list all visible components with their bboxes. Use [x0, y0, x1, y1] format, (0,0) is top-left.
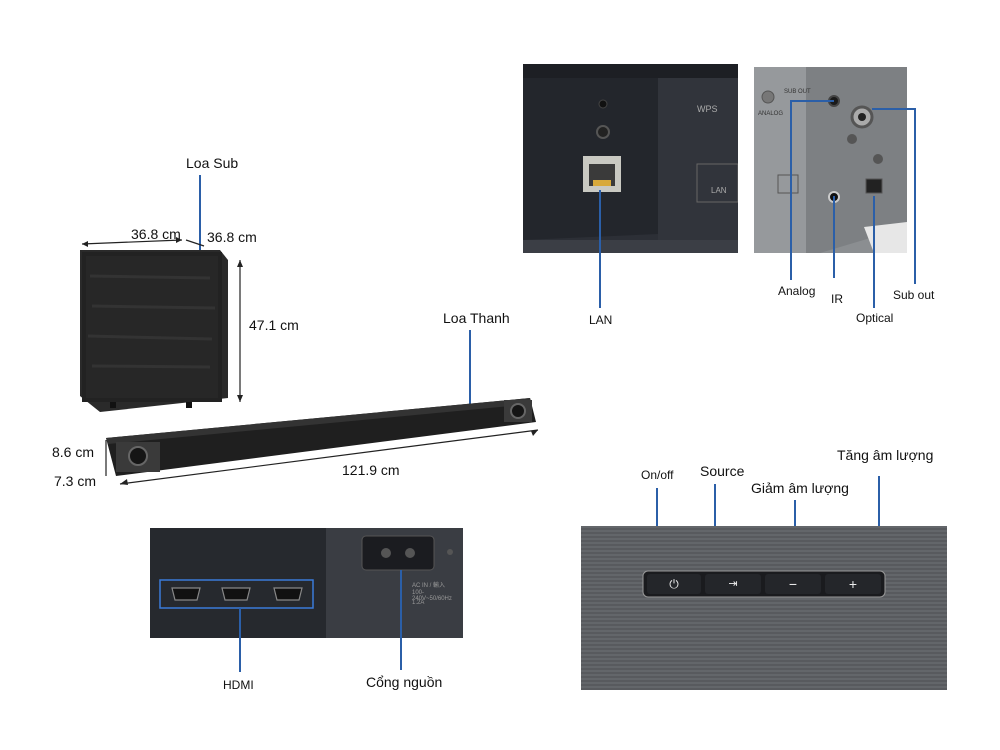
hdmi-label: HDMI: [223, 678, 254, 692]
sub-width-label: 36.8 cm: [131, 226, 181, 242]
power-button[interactable]: ⏻: [647, 574, 701, 594]
hdmi-panel-photo: AC IN / 輸入 100-240V~50/60Hz 1.2A: [150, 528, 463, 638]
bar-height-label: 8.6 cm: [52, 444, 95, 460]
source-label: Source: [700, 463, 745, 479]
analog-label: Analog: [778, 284, 816, 298]
ir-pointer-line: [833, 196, 835, 278]
subwoofer-image: [70, 236, 250, 416]
sub-pointer-line: [199, 175, 201, 257]
volume-up-button[interactable]: +: [825, 574, 881, 594]
volup-pointer-line: [878, 476, 880, 572]
bar-depth-label: 7.3 cm: [54, 473, 97, 489]
soundbar-image: [100, 392, 545, 492]
analog-pointer-tick: [790, 100, 834, 102]
lan-panel-photo: WPS LAN: [523, 64, 738, 253]
subout-pointer-tick: [872, 108, 916, 110]
voltage-print: 100-240V~50/60Hz: [412, 590, 452, 602]
subout-label: Sub out: [893, 288, 935, 302]
ir-label: IR: [831, 292, 843, 306]
hdmi-pointer-line: [239, 608, 241, 672]
bar-label: Loa Thanh: [443, 310, 510, 326]
lan-label: LAN: [589, 313, 613, 327]
subout-print: SUB OUT: [784, 89, 811, 95]
onoff-label: On/off: [641, 468, 674, 482]
analog-pointer-line: [790, 100, 792, 280]
optical-pointer-line: [873, 196, 875, 308]
voldown-label: Giảm âm lượng: [751, 480, 849, 496]
power-pointer-line: [400, 570, 402, 670]
ac-print: AC IN / 輸入: [412, 583, 446, 589]
plus-icon: +: [848, 576, 858, 592]
lan-pointer-line: [599, 190, 601, 308]
volup-label: Tăng âm lượng: [837, 447, 934, 463]
sub-label: Loa Sub: [186, 155, 239, 171]
bar-length-label: 121.9 cm: [342, 462, 400, 478]
wps-print: WPS: [697, 104, 718, 114]
bar-pointer-line: [469, 330, 471, 406]
source-button[interactable]: ⇥: [705, 574, 761, 594]
source-icon: ⇥: [728, 578, 738, 590]
ports-panel-photo: SUB OUT ANALOG: [754, 67, 907, 253]
minus-icon: −: [788, 576, 798, 592]
sub-depth-label: 36.8 cm: [207, 229, 257, 245]
optical-label: Optical: [856, 311, 894, 325]
volume-down-button[interactable]: −: [765, 574, 821, 594]
power-label: Cổng nguồn: [366, 674, 443, 690]
controls-panel-photo: ⏻ ⇥ − +: [581, 526, 947, 690]
lan-print: LAN: [711, 186, 727, 195]
subout-pointer-line: [914, 108, 916, 284]
analog-print: ANALOG: [758, 111, 784, 117]
power-icon: ⏻: [669, 577, 679, 591]
sub-height-label: 47.1 cm: [249, 317, 299, 333]
amp-print: 1.2A: [412, 600, 425, 606]
